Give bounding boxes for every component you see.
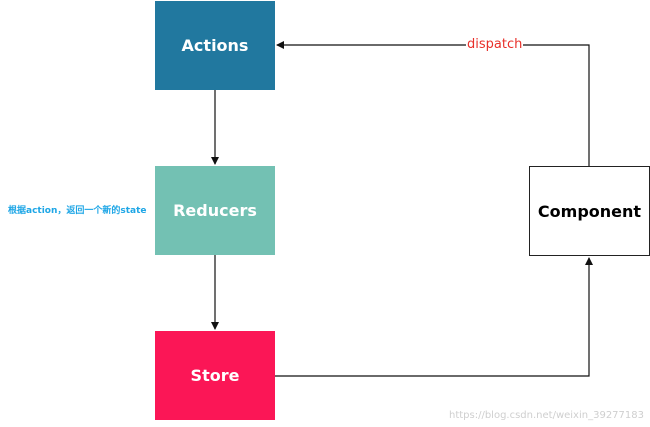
- actions-node-label: Actions: [181, 36, 249, 55]
- source-watermark: https://blog.csdn.net/weixin_39277183: [448, 410, 644, 421]
- arrow-store-to-component: [275, 257, 593, 377]
- component-node-label: Component: [537, 201, 642, 221]
- dispatch-edge-label: dispatch: [466, 37, 524, 53]
- component-node: Component: [529, 166, 650, 256]
- store-node-label: Store: [190, 366, 240, 385]
- reducers-node-label: Reducers: [173, 201, 257, 220]
- arrow-component-to-actions: [276, 41, 590, 166]
- reducers-node: Reducers: [155, 166, 275, 255]
- store-node: Store: [155, 331, 275, 420]
- actions-node: Actions: [155, 1, 275, 90]
- reducers-annotation: 根据action，返回一个新的state: [8, 206, 147, 216]
